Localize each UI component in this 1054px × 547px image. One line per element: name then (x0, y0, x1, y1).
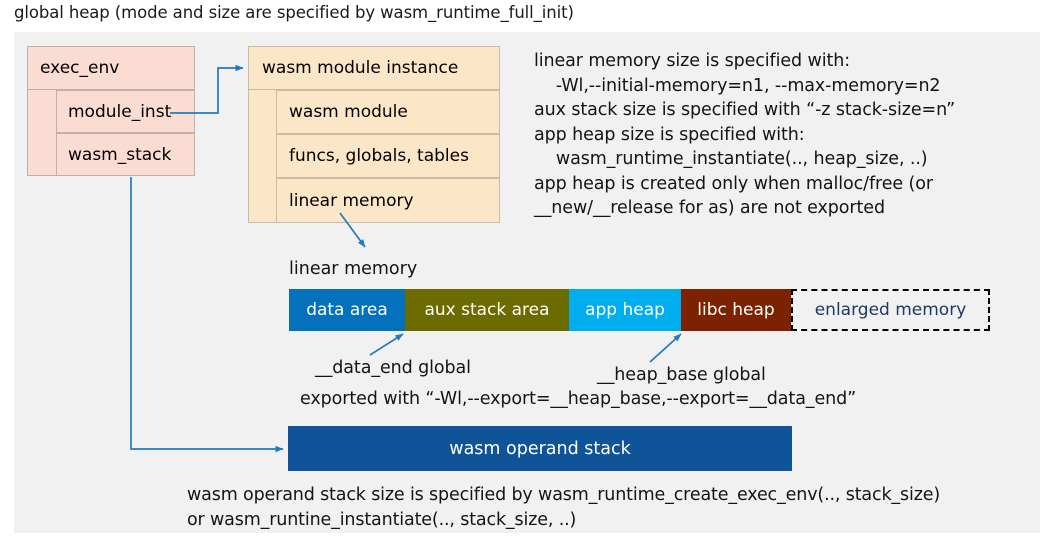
exec-env-header-label: exec_env (40, 58, 120, 78)
module-instance-row-funcs-globals-tables[interactable]: funcs, globals, tables (276, 134, 500, 178)
exec-env-field-module-inst[interactable]: module_inst (56, 90, 195, 133)
wasm-operand-stack-label: wasm operand stack (449, 438, 631, 459)
wasm-operand-stack-bar[interactable]: wasm operand stack (288, 426, 792, 471)
module-instance-row-wasm-module[interactable]: wasm module (276, 90, 500, 134)
memory-segment-data-area[interactable]: data area (289, 289, 405, 331)
memory-segment-aux-stack-area[interactable]: aux stack area (405, 289, 569, 331)
memory-segment-libc-heap[interactable]: libc heap (681, 289, 791, 331)
module-instance-header[interactable]: wasm module instance (248, 46, 500, 90)
exec-env-group: exec_env module_inst wasm_stack (27, 46, 195, 176)
memory-segment-app-heap[interactable]: app heap (569, 289, 681, 331)
operand-stack-note: wasm operand stack size is specified by … (187, 485, 941, 530)
exec-env-header[interactable]: exec_env (27, 46, 195, 90)
linear-memory-row-label: linear memory (289, 190, 414, 211)
module-instance-row-linear-memory[interactable]: linear memory (276, 178, 500, 223)
memory-segment-label: enlarged memory (814, 300, 967, 320)
wasm-stack-label: wasm_stack (68, 144, 172, 165)
annotation-heap-base: __heap_base global (597, 365, 766, 385)
linear-memory-strip: data area aux stack area app heap libc heap… (289, 289, 990, 331)
linear-memory-strip-label: linear memory (289, 259, 418, 279)
memory-segment-label: libc heap (697, 300, 775, 320)
page-title: global heap (mode and size are specified… (14, 3, 574, 22)
memory-segment-enlarged-memory[interactable]: enlarged memory (791, 289, 990, 331)
exec-env-field-wasm-stack[interactable]: wasm_stack (56, 133, 195, 176)
wasm-module-instance-group: wasm module instance wasm module funcs, … (248, 46, 500, 223)
module-inst-label: module_inst (68, 101, 172, 122)
wasm-module-label: wasm module (289, 102, 408, 122)
linear-memory-note: linear memory size is specified with: -W… (534, 51, 956, 218)
annotation-data-end: __data_end global (315, 358, 471, 378)
module-instance-header-label: wasm module instance (262, 58, 459, 78)
memory-segment-label: aux stack area (424, 300, 550, 320)
funcs-globals-tables-label: funcs, globals, tables (289, 146, 469, 166)
memory-segment-label: data area (306, 300, 388, 320)
memory-segment-label: app heap (585, 300, 665, 320)
annotation-exported-with: exported with “-Wl,--export=__heap_base,… (300, 389, 857, 409)
